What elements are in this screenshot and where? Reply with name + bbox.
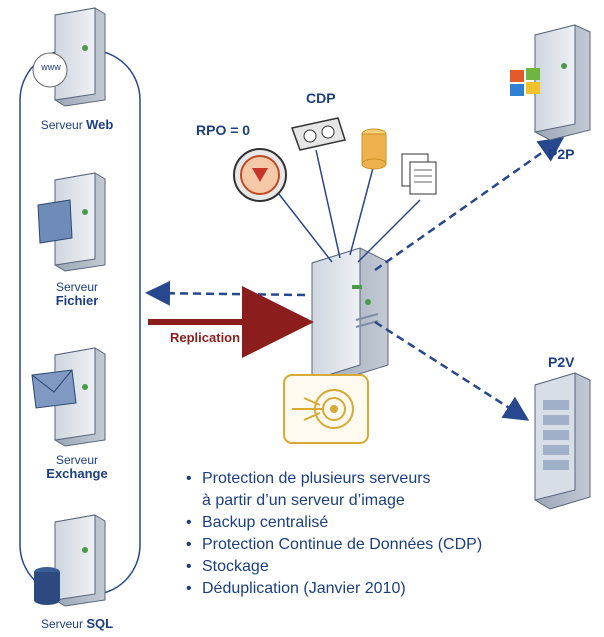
rpo-label: RPO = 0 [196, 122, 251, 138]
central-image-server-icon [311, 247, 389, 381]
server-sql-icon [34, 514, 106, 607]
feature-item: Protection de plusieurs serveurs à parti… [186, 468, 596, 512]
document-icon [401, 153, 437, 195]
deduplication-target-icon [283, 374, 369, 444]
link-storage [349, 167, 374, 256]
server-web-line1: Serveur [40, 118, 83, 132]
server-web-line2: Web [86, 117, 114, 132]
server-file-line2: Fichier [55, 293, 99, 308]
arrow-to-p2p [374, 137, 565, 272]
p2p-label: P2P [548, 146, 575, 162]
feature-list: Protection de plusieurs serveurs à parti… [186, 468, 596, 600]
storage-cylinder-icon [361, 128, 387, 170]
server-label-sql: Serveur SQL [22, 616, 132, 632]
server-exchange-line2: Exchange [46, 466, 108, 481]
replication-label: Replication [170, 330, 241, 345]
feature-item: Backup centralisé [186, 512, 596, 534]
p2p-server-icon [510, 24, 591, 141]
arrow-to-p2v [374, 320, 530, 421]
server-sql-line1: Serveur [40, 617, 83, 631]
arrow-to-file-server [145, 280, 306, 306]
link-cdp [315, 149, 341, 259]
server-file-line1: Serveur [55, 280, 99, 294]
server-label-exchange: Serveur Exchange [22, 453, 132, 481]
server-sql-line2: SQL [86, 616, 114, 631]
server-file-icon [37, 172, 106, 272]
cdp-tape-icon [291, 117, 346, 151]
link-document [357, 199, 421, 263]
server-exchange-line1: Serveur [55, 453, 99, 467]
server-label-file: Serveur Fichier [22, 280, 132, 308]
www-globe-label: www [41, 62, 61, 72]
feature-item: Protection Continue de Données (CDP) [186, 534, 596, 556]
rpo-clock-icon [233, 148, 287, 202]
server-label-web: Serveur Web [22, 117, 132, 133]
server-web-icon [32, 7, 106, 107]
p2v-label: P2V [548, 354, 575, 370]
server-exchange-icon [31, 347, 106, 447]
feature-item: Déduplication (Janvier 2010) [186, 578, 596, 600]
cdp-label: CDP [306, 90, 336, 106]
feature-item: Stockage [186, 556, 596, 578]
